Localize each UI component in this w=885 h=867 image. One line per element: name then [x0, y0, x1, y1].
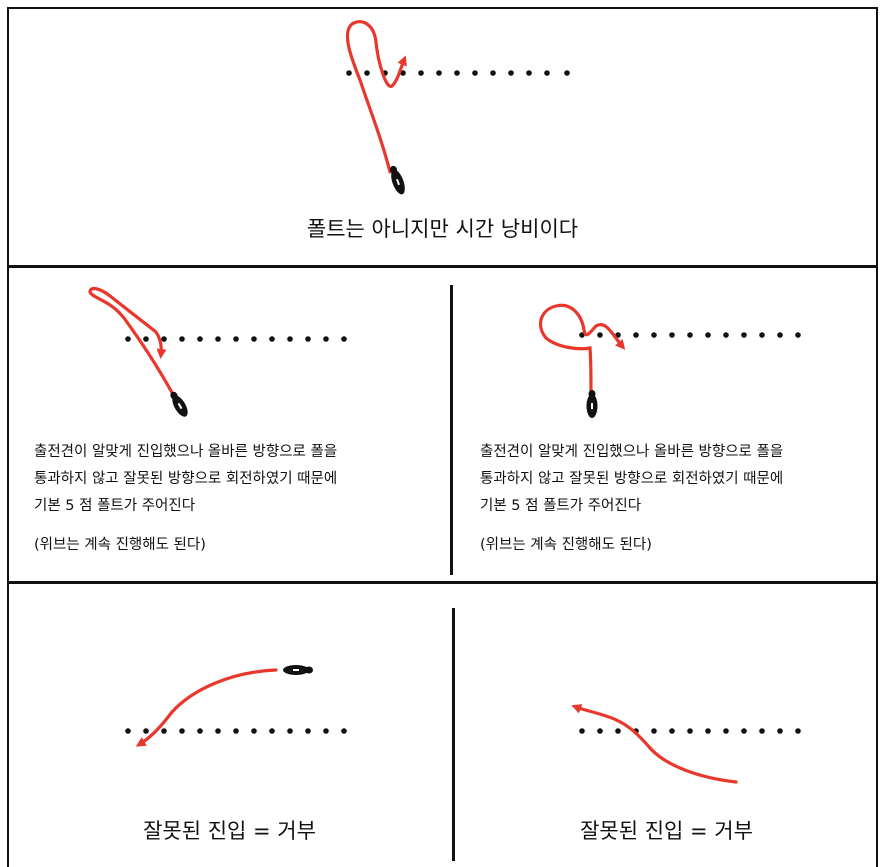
weave-pole [472, 70, 478, 76]
weave-pole [305, 336, 311, 342]
dog-topdown-icon [389, 165, 405, 195]
panel-bottom-left-figure [125, 665, 347, 747]
weave-pole [508, 70, 514, 76]
weave-pole [669, 728, 675, 734]
weave-pole [251, 336, 257, 342]
panel-mid-right-figure [538, 303, 801, 418]
note-text: (위브는 계속 진행해도 된다) [480, 537, 652, 553]
weave-pole [197, 336, 203, 342]
weave-pole [125, 336, 131, 342]
weave-pole [143, 728, 149, 734]
weave-poles-mid-right [579, 332, 801, 338]
weave-pole [287, 728, 293, 734]
description-line: 통과하지 않고 잘못된 방향으로 회전하였기 때문에 [34, 471, 338, 487]
weave-pole [669, 332, 675, 338]
weave-pole [418, 70, 424, 76]
weave-poles-top [346, 70, 570, 76]
dog-path-mid-right [538, 303, 626, 394]
weave-pole [795, 332, 801, 338]
weave-poles-bottom-left [125, 728, 347, 734]
weave-pole [777, 728, 783, 734]
weave-pole [215, 336, 221, 342]
weave-pole [687, 728, 693, 734]
weave-pole [564, 70, 570, 76]
weave-pole [251, 728, 257, 734]
weave-pole [454, 70, 460, 76]
description-line: 기본 5 점 폴트가 주어진다 [480, 498, 642, 514]
dog-path-bottom-left [135, 668, 278, 747]
weave-pole [759, 332, 765, 338]
weave-pole [233, 728, 239, 734]
weave-pole [633, 332, 639, 338]
weave-pole [233, 336, 239, 342]
divider-vertical-mid [450, 285, 453, 575]
weave-pole [323, 728, 329, 734]
weave-pole [287, 336, 293, 342]
weave-poles-bottom-right [579, 728, 801, 734]
divider-middle [7, 581, 878, 584]
weave-pole [436, 70, 442, 76]
weave-pole [544, 70, 550, 76]
panel-mid-left-text: 출전견이 알맞게 진입했으나 올바른 방향으로 폴을 통과하지 않고 잘못된 방… [34, 439, 337, 559]
weave-pole [269, 728, 275, 734]
description-line: 통과하지 않고 잘못된 방향으로 회전하였기 때문에 [480, 471, 784, 487]
weave-pole [795, 728, 801, 734]
weave-pole [597, 332, 603, 338]
divider-vertical-bottom [452, 608, 455, 861]
weave-pole [651, 728, 657, 734]
diagram-frame [7, 7, 878, 867]
weave-pole [651, 332, 657, 338]
weave-pole [579, 728, 585, 734]
weave-pole [526, 70, 532, 76]
note-text: (위브는 계속 진행해도 된다) [34, 537, 206, 553]
weave-pole [723, 332, 729, 338]
panel-mid-right-text: 출전견이 알맞게 진입했으나 올바른 방향으로 폴을 통과하지 않고 잘못된 방… [480, 439, 783, 559]
weave-pole [777, 332, 783, 338]
weave-pole [364, 70, 370, 76]
weave-pole [759, 728, 765, 734]
weave-pole [615, 728, 621, 734]
panel-bottom-right-figure [571, 704, 801, 784]
caption-bottom-left: 잘못된 진입 = 거부 [143, 819, 316, 843]
description-line: 출전견이 알맞게 진입했으나 올바른 방향으로 폴을 [480, 444, 784, 460]
weave-pole [323, 336, 329, 342]
weave-pole [341, 336, 347, 342]
weave-pole [597, 728, 603, 734]
dog-topdown-icon [170, 391, 188, 417]
dog-topdown-icon [586, 390, 598, 418]
weave-pole [161, 336, 167, 342]
weave-pole [400, 70, 406, 76]
weave-pole [179, 336, 185, 342]
weave-poles-mid-left [125, 336, 347, 342]
description-line: 기본 5 점 폴트가 주어진다 [34, 498, 196, 514]
weave-pole [197, 728, 203, 734]
weave-pole [687, 332, 693, 338]
weave-pole [269, 336, 275, 342]
dog-path-top [345, 20, 407, 174]
panel-mid-left-figure [88, 286, 347, 417]
weave-pole [161, 728, 167, 734]
weave-pole [705, 332, 711, 338]
weave-pole [341, 728, 347, 734]
divider-top [7, 265, 878, 268]
weave-pole [179, 728, 185, 734]
weave-pole [741, 728, 747, 734]
weave-pole [723, 728, 729, 734]
weave-pole [705, 728, 711, 734]
dog-topdown-icon [283, 665, 313, 675]
weave-pole [305, 728, 311, 734]
weave-pole [125, 728, 131, 734]
weave-pole [346, 70, 352, 76]
panel-top-figure [345, 20, 570, 195]
caption-bottom-right: 잘못된 진입 = 거부 [580, 819, 753, 843]
dog-path-bottom-right [571, 704, 738, 784]
weave-pole [143, 336, 149, 342]
caption-top: 폴트는 아니지만 시간 낭비이다 [306, 217, 579, 241]
dog-path-mid-left [88, 286, 178, 402]
weave-pole [741, 332, 747, 338]
weave-pole [490, 70, 496, 76]
description-line: 출전견이 알맞게 진입했으나 올바른 방향으로 폴을 [34, 444, 338, 460]
weave-pole [215, 728, 221, 734]
